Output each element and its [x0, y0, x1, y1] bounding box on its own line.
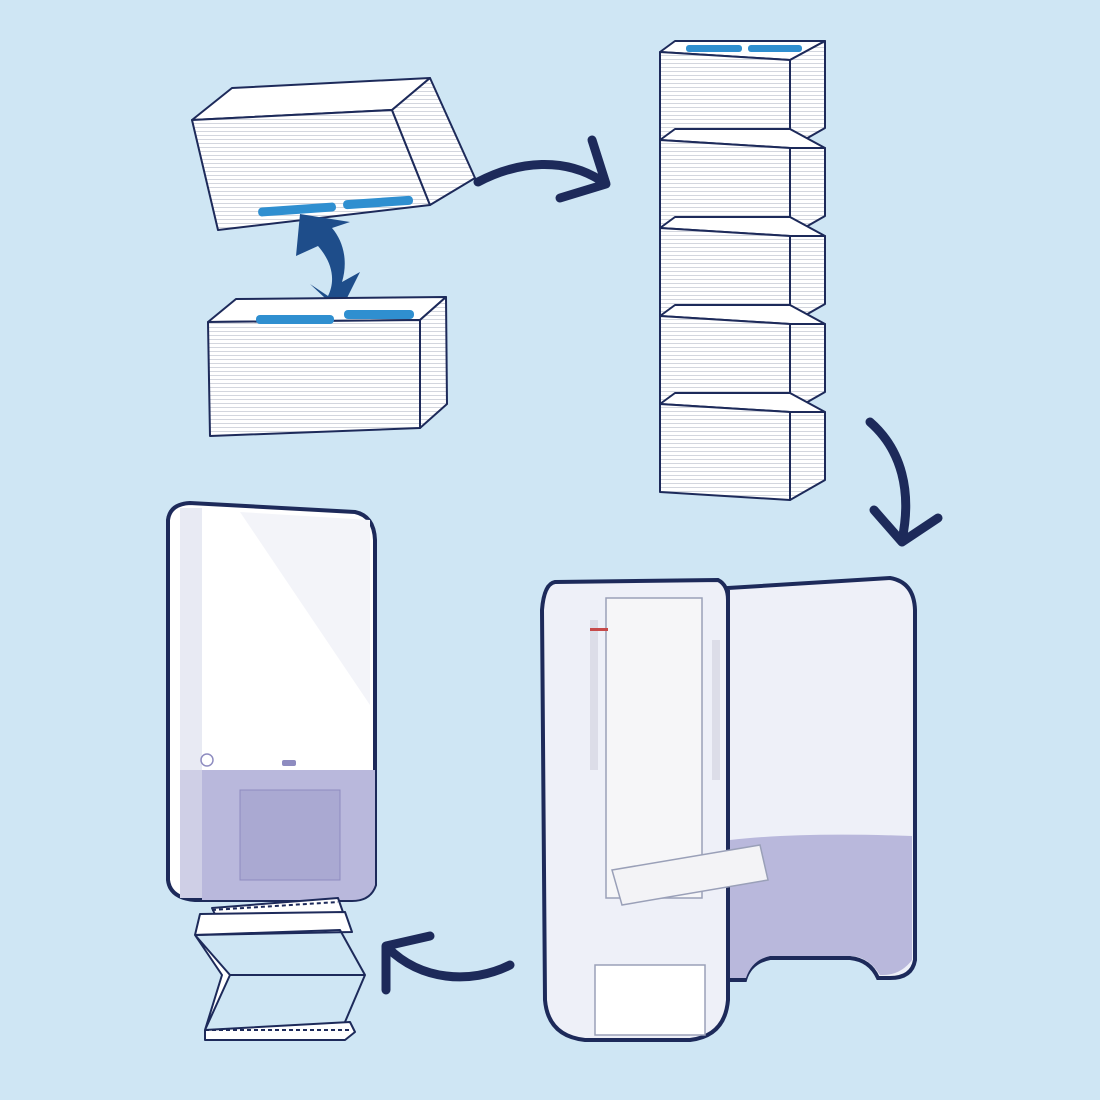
- curved-arrow-icon: [865, 417, 943, 547]
- curved-arrow-icon: [473, 135, 611, 203]
- towel-pack: [659, 40, 826, 149]
- double-arrow-icon: [296, 214, 360, 312]
- open-dispenser: [539, 575, 917, 1042]
- dispensed-towel: [194, 897, 366, 1041]
- towel-pack: [659, 128, 826, 237]
- curved-arrow-icon: [381, 931, 515, 995]
- brand-logo: [282, 760, 296, 766]
- towel-pack: [659, 304, 826, 413]
- stacked-packs: [659, 40, 826, 501]
- towel-pack: [659, 392, 826, 501]
- towel-pack-flipped: [191, 77, 476, 231]
- closed-dispenser: [166, 500, 377, 902]
- towel-pack: [207, 296, 448, 437]
